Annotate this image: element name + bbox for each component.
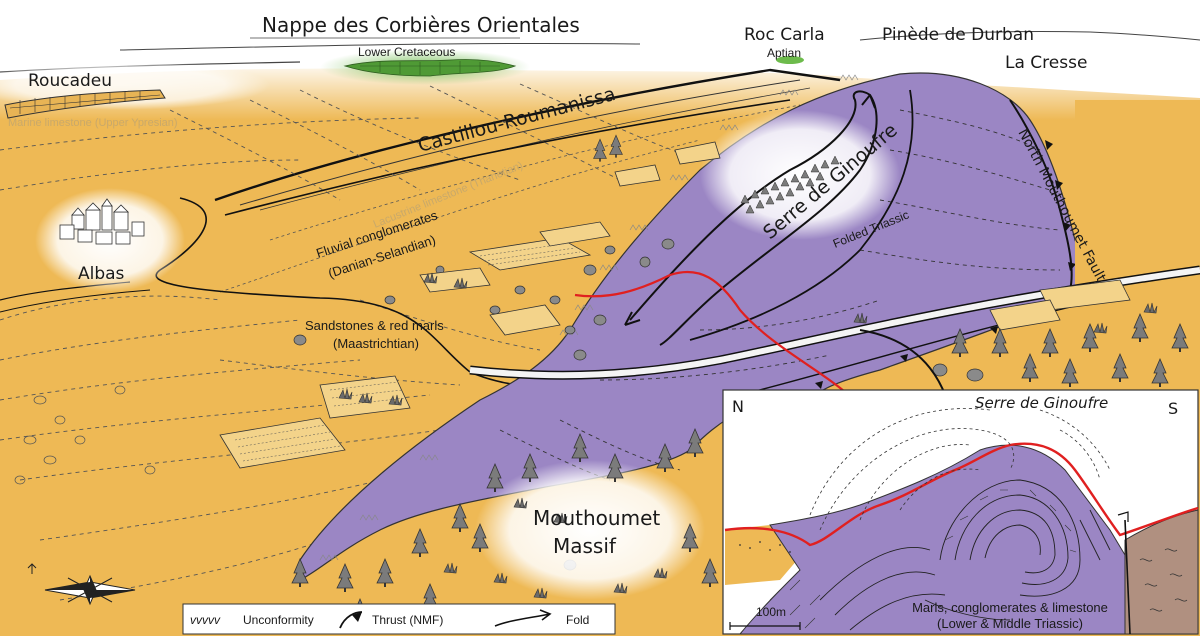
- inset-title: Serre de Ginoufre: [975, 394, 1108, 412]
- label-pinede: Pinède de Durban: [882, 25, 1034, 45]
- inset-cross-section: N S Serre de Ginoufre 100m Marls, conglo…: [722, 389, 1199, 635]
- albas-village: [59, 198, 145, 245]
- inset-caption-2: (Lower & Middle Triassic): [937, 616, 1083, 631]
- unconformity-ticks: [319, 74, 859, 561]
- field-patches: [219, 141, 1131, 469]
- legend-thrust-symbol: [339, 611, 363, 629]
- legend-unconformity-symbol: vvvvv: [190, 613, 221, 627]
- label-aptian: Aptian: [767, 46, 801, 60]
- serre-fold-trace: [624, 90, 878, 346]
- legend: vvvvv Unconformity Thrust (NMF) Fold: [182, 603, 616, 635]
- inset-caption-1: Marls, conglomerates & limestone: [912, 600, 1108, 615]
- label-roucadeu: Roucadeu: [28, 71, 112, 91]
- red-fault: [574, 270, 846, 393]
- mouthoumet-glow: [475, 460, 705, 600]
- inset-north: N: [732, 397, 744, 416]
- inset-south: S: [1168, 399, 1178, 418]
- legend-unconformity-label: Unconformity: [243, 613, 314, 627]
- label-massif: Massif: [553, 534, 617, 558]
- legend-fold-label: Fold: [566, 613, 589, 627]
- inset-scale-bar: [729, 622, 801, 630]
- horizon-ridge: [119, 42, 641, 51]
- label-lower-cretaceous: Lower Cretaceous: [358, 45, 455, 59]
- label-la-cresse: La Cresse: [1005, 53, 1087, 73]
- label-sandstones-age: (Maastrichtian): [333, 336, 419, 351]
- label-mouthoumet: Mouthoumet: [533, 506, 660, 530]
- label-sandstones: Sandstones & red marls: [305, 318, 444, 333]
- legend-thrust-label: Thrust (NMF): [372, 613, 443, 627]
- road-albas: [155, 197, 561, 388]
- boulders: [293, 238, 984, 571]
- compass-rose: [44, 574, 136, 606]
- legend-fold-symbol: [494, 609, 552, 627]
- label-marine-limestone: Marine limestone (Upper Ypresian): [8, 117, 178, 129]
- inset-scale-label: 100m: [756, 605, 786, 619]
- label-nappe: Nappe des Corbières Orientales: [262, 13, 580, 37]
- label-albas: Albas: [78, 264, 125, 284]
- label-roc-carla: Roc Carla: [744, 25, 825, 45]
